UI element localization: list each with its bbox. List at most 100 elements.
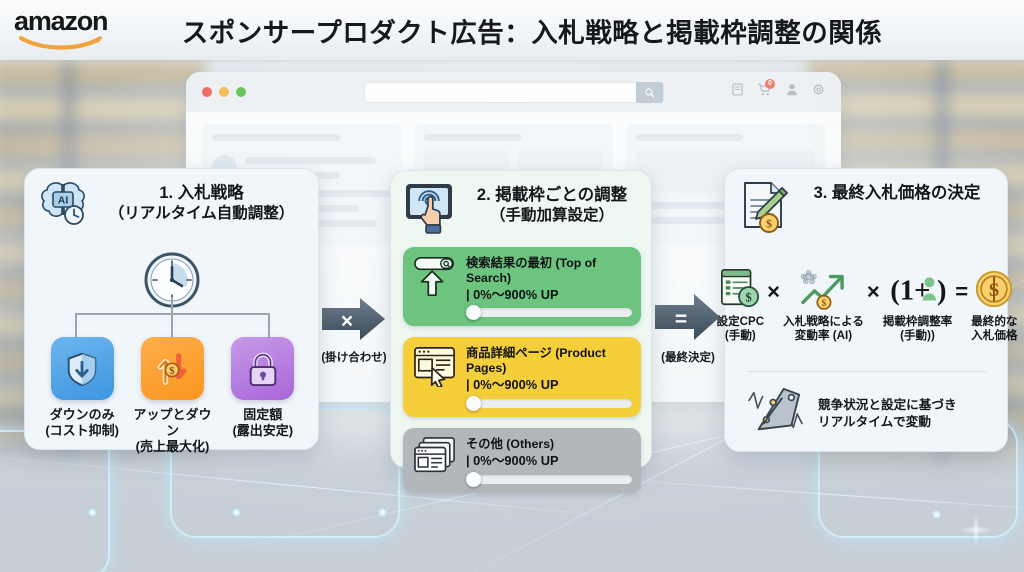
slot-range: | 0%〜900% UP <box>466 376 559 392</box>
placement-slot-list: 検索結果の最初 (Top of Search) | 0%〜900% UP <box>403 247 641 504</box>
strategy-label: アップとダウン (売上最大化) <box>133 407 212 454</box>
account-icon[interactable] <box>786 83 798 101</box>
strategy-item-fixed[interactable]: 固定額 (露出安定) <box>223 337 303 455</box>
slider-knob[interactable] <box>466 395 481 411</box>
browser-toolbar-icons: 0 <box>732 79 825 101</box>
formula-caption: 最終的な 入札価格 <box>971 315 1018 343</box>
connector-label: (掛け合わせ) <box>321 352 387 364</box>
ai-brain-clock-icon: AI <box>37 179 89 232</box>
panel3-divider <box>747 371 987 372</box>
slot-text: 商品詳細ページ (Product Pages) | 0%〜900% UP <box>466 345 632 411</box>
light-spark <box>88 508 97 517</box>
light-spark <box>232 508 241 517</box>
equals-symbol: = <box>674 308 688 331</box>
slot-text: 検索結果の最初 (Top of Search) | 0%〜900% UP <box>466 255 632 321</box>
slot-others[interactable]: その他 (Others) | 0%〜900% UP <box>403 427 641 493</box>
document-pen-coin-icon: $ <box>737 179 791 238</box>
slot-product-pages[interactable]: 商品詳細ページ (Product Pages) | 0%〜900% UP <box>403 337 641 417</box>
search-bar-up-arrow-icon <box>412 255 458 299</box>
multiply-symbol: × <box>340 310 354 333</box>
formula-term-placement-rate: (1+ ) 掲載枠調整率 (手動)) <box>883 265 953 343</box>
amazon-smile-icon <box>19 35 103 50</box>
slot-name: その他 (Others) <box>466 436 555 451</box>
slider-knob[interactable] <box>466 305 481 321</box>
formula-caption: 設定CPC (手動) <box>716 315 765 343</box>
realtime-note: 競争状況と設定に基づき リアルタイムで変動 <box>743 385 991 442</box>
amazon-wordmark: amazon <box>14 6 109 36</box>
strategy-list: ダウンのみ (コスト抑制) $ アップとダウン (売上最大化) <box>37 337 308 455</box>
formula-caption: 掲載枠調整率 (手動)) <box>882 315 953 343</box>
panel3-header: $ 3. 最終入札価格の決定 <box>725 169 1007 238</box>
panel-bid-strategy: AI 1. 入札戦略 （リアルタイム自動調整） <box>24 168 319 454</box>
svg-text:$: $ <box>822 298 827 308</box>
up-down-arrows-dollar-icon: $ <box>140 337 204 400</box>
ai-trend-up-icon: $ <box>783 265 864 313</box>
connector-multiply: × (掛け合わせ) <box>318 296 390 365</box>
connector-equals: = (最終決定) <box>650 292 726 365</box>
panel1-header: AI 1. 入札戦略 （リアルタイム自動調整） <box>25 169 318 232</box>
panel1-subtitle: （リアルタイム自動調整） <box>108 204 295 222</box>
padlock-icon <box>231 337 295 400</box>
formula-operator: × <box>866 279 880 304</box>
gear-icon[interactable] <box>812 83 825 101</box>
strategy-item-down-only[interactable]: ダウンのみ (コスト抑制) <box>42 337 122 455</box>
page-title: スポンサープロダクト広告：入札戦略と掲載枠調整の関係 <box>181 17 883 48</box>
slot-slider[interactable] <box>466 305 632 321</box>
formula-operator: × <box>767 279 781 304</box>
list-icon[interactable] <box>732 83 743 101</box>
formula-term-final-bid: S 最終的な 入札価格 <box>971 265 1018 343</box>
formula-operator: = <box>955 279 969 304</box>
search-icon[interactable] <box>635 81 663 103</box>
svg-text:(1+: (1+ <box>891 275 931 307</box>
svg-text:$: $ <box>170 366 175 377</box>
tablet-tap-icon <box>403 181 457 244</box>
stacked-pages-icon <box>412 436 458 478</box>
arrow-right-equals-icon: = <box>655 292 721 347</box>
panel1-title: 1. 入札戦略 （リアルタイム自動調整） <box>97 179 306 223</box>
slot-slider[interactable] <box>466 395 632 411</box>
cart-badge: 0 <box>765 79 775 89</box>
minimize-dot-icon[interactable] <box>219 87 229 97</box>
connector-label: (最終決定) <box>661 352 715 364</box>
slot-top-of-search[interactable]: 検索結果の最初 (Top of Search) | 0%〜900% UP <box>403 247 641 327</box>
panel2-header: 2. 掲載枠ごとの調整 （手動加算設定） <box>391 171 651 244</box>
panel2-title: 2. 掲載枠ごとの調整 （手動加算設定） <box>465 181 639 225</box>
slot-slider[interactable] <box>466 471 632 487</box>
strategy-label: ダウンのみ (コスト抑制) <box>45 407 119 438</box>
price-tag-pulse-icon <box>743 385 809 442</box>
sparkle-icon <box>954 508 998 552</box>
traffic-lights <box>202 87 246 97</box>
svg-text:$: $ <box>746 290 752 304</box>
slot-text: その他 (Others) | 0%〜900% UP <box>466 436 632 487</box>
formula-term-cpc: $ 設定CPC (手動) <box>716 265 764 343</box>
panel-final-bid: $ 3. 最終入札価格の決定 $ <box>716 168 1018 452</box>
strategy-item-up-and-down[interactable]: $ アップとダウン (売上最大化) <box>132 337 212 455</box>
panel-placement-adjust: 2. 掲載枠ごとの調整 （手動加算設定） 検索結果の最初 (Top of Sea… <box>390 170 652 493</box>
formula-caption: 入札戦略による 変動率 (AI) <box>783 315 864 343</box>
arrow-right-multiply-icon: × <box>322 296 386 347</box>
invoice-dollar-icon: $ <box>716 265 764 313</box>
note-text: 競争状況と設定に基づき リアルタイムで変動 <box>818 397 957 429</box>
strategy-connector-tree <box>75 297 270 337</box>
slider-knob[interactable] <box>466 471 481 487</box>
shield-down-arrow-icon <box>50 337 114 400</box>
page-header: amazon スポンサープロダクト広告：入札戦略と掲載枠調整の関係 <box>0 0 1024 60</box>
light-spark <box>932 510 941 519</box>
dollar-coin-icon: S <box>971 265 1017 313</box>
svg-text:$: $ <box>766 217 772 231</box>
close-dot-icon[interactable] <box>202 87 212 97</box>
one-plus-person-icon: (1+ ) <box>883 265 953 313</box>
cart-icon[interactable]: 0 <box>757 79 775 101</box>
svg-text:AI: AI <box>58 195 69 207</box>
browser-titlebar: 0 <box>186 72 841 112</box>
clock-icon <box>143 251 201 314</box>
formula-term-ai-rate: $ 入札戦略による 変動率 (AI) <box>783 265 864 343</box>
maximize-dot-icon[interactable] <box>236 87 246 97</box>
amazon-logo: amazon <box>14 8 112 50</box>
slot-name: 商品詳細ページ (Product Pages) <box>466 346 606 376</box>
search-input[interactable] <box>363 81 664 103</box>
strategy-label: 固定額 (露出安定) <box>232 407 294 438</box>
panel2-subtitle: （手動加算設定） <box>489 206 614 224</box>
bid-formula: $ 設定CPC (手動) × <box>716 265 1018 343</box>
